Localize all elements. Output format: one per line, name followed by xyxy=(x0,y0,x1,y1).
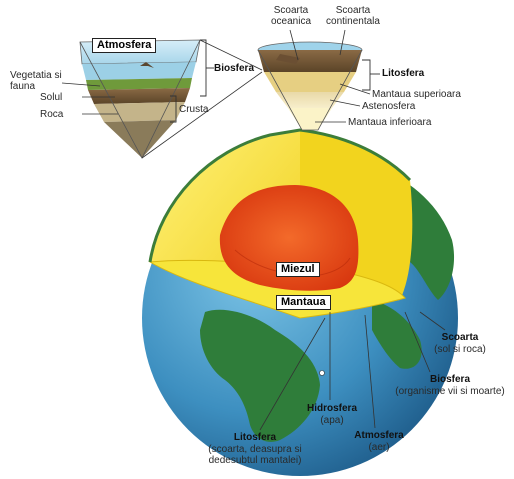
scoarta-sub: (sol si roca) xyxy=(434,344,486,355)
bracket-litosfera xyxy=(362,59,371,91)
cone-soil xyxy=(88,88,190,104)
astenosfera-label: Astenosfera xyxy=(362,101,416,112)
core-shade xyxy=(234,249,351,277)
miezul-label: Miezul xyxy=(276,262,320,277)
biosfera-top-label: Biosfera xyxy=(214,63,255,74)
cone2-lower-mantle xyxy=(288,108,332,130)
litosfera-top-label: Litosfera xyxy=(382,68,425,79)
cone-vegetation xyxy=(86,78,192,90)
atmosfera-box-label: Atmosfera xyxy=(92,38,157,53)
leader-astenosfera xyxy=(329,99,361,107)
mantaua-superioara-label: Mantaua superioara xyxy=(372,89,461,100)
island-marker xyxy=(319,370,325,376)
core xyxy=(219,185,359,291)
leader-atmosfera xyxy=(364,314,376,429)
leader-biosfera xyxy=(404,311,431,373)
connector-a xyxy=(199,39,263,71)
cone2-outline xyxy=(257,49,363,131)
bracket-biosfera xyxy=(200,39,207,97)
cone2-asthenosphere xyxy=(276,92,344,108)
atmosfera-title: Atmosfera xyxy=(354,430,404,441)
leader-scoarta-oceanica xyxy=(289,29,299,61)
leader-scoarta xyxy=(419,311,446,331)
scoarta-oceanica-label: Scoarta oceanica xyxy=(270,5,312,27)
leader-mantaua-superioara xyxy=(339,83,371,95)
cone-rock xyxy=(104,120,176,158)
bird-icon xyxy=(140,62,154,68)
cutaway xyxy=(148,128,413,319)
cone-connectors xyxy=(141,39,263,159)
atmosfera-sub: (aer) xyxy=(368,442,390,453)
hidrosfera-title: Hidrosfera xyxy=(306,403,357,414)
leader-vegetatia xyxy=(61,82,101,87)
hidrosfera-sub: (apa) xyxy=(320,415,344,426)
cone2-ocean-crust xyxy=(276,54,300,64)
cone2-upper-mantle xyxy=(264,72,356,92)
lithosphere-cone xyxy=(257,41,363,131)
cone-subsoil xyxy=(94,102,185,122)
leader-lines xyxy=(61,29,446,431)
scoarta-title: Scoarta xyxy=(441,332,479,343)
litosfera-sub: (scoarta, deasupra si dedesubtul mantale… xyxy=(208,444,302,466)
mantaua-label: Mantaua xyxy=(276,295,331,310)
connector-b xyxy=(141,71,263,159)
leader-scoarta-continentala xyxy=(339,29,346,56)
roca-label: Roca xyxy=(40,109,64,120)
continent-south xyxy=(200,309,320,442)
scoarta-continentala-label: Scoarta continentala xyxy=(326,5,380,27)
biosfera-title: Biosfera xyxy=(429,374,470,385)
biosfera-sub: (organisme vii si moarte) xyxy=(395,386,505,397)
litosfera-title: Litosfera xyxy=(233,432,277,443)
crust-rim xyxy=(148,128,412,263)
continent-southeast xyxy=(372,300,422,369)
vegetatia-label: Vegetatia si fauna xyxy=(10,70,62,92)
cone-air-low xyxy=(82,62,196,80)
bracket-crusta xyxy=(170,95,177,123)
crusta-label: Crusta xyxy=(179,104,209,115)
solul-label: Solul xyxy=(40,92,63,103)
brackets xyxy=(170,39,380,123)
mantaua-inferioara-label: Mantaua inferioara xyxy=(348,117,432,128)
leader-litosfera xyxy=(259,317,326,431)
biosphere-cone xyxy=(79,39,201,159)
cone2-crust xyxy=(258,50,362,72)
